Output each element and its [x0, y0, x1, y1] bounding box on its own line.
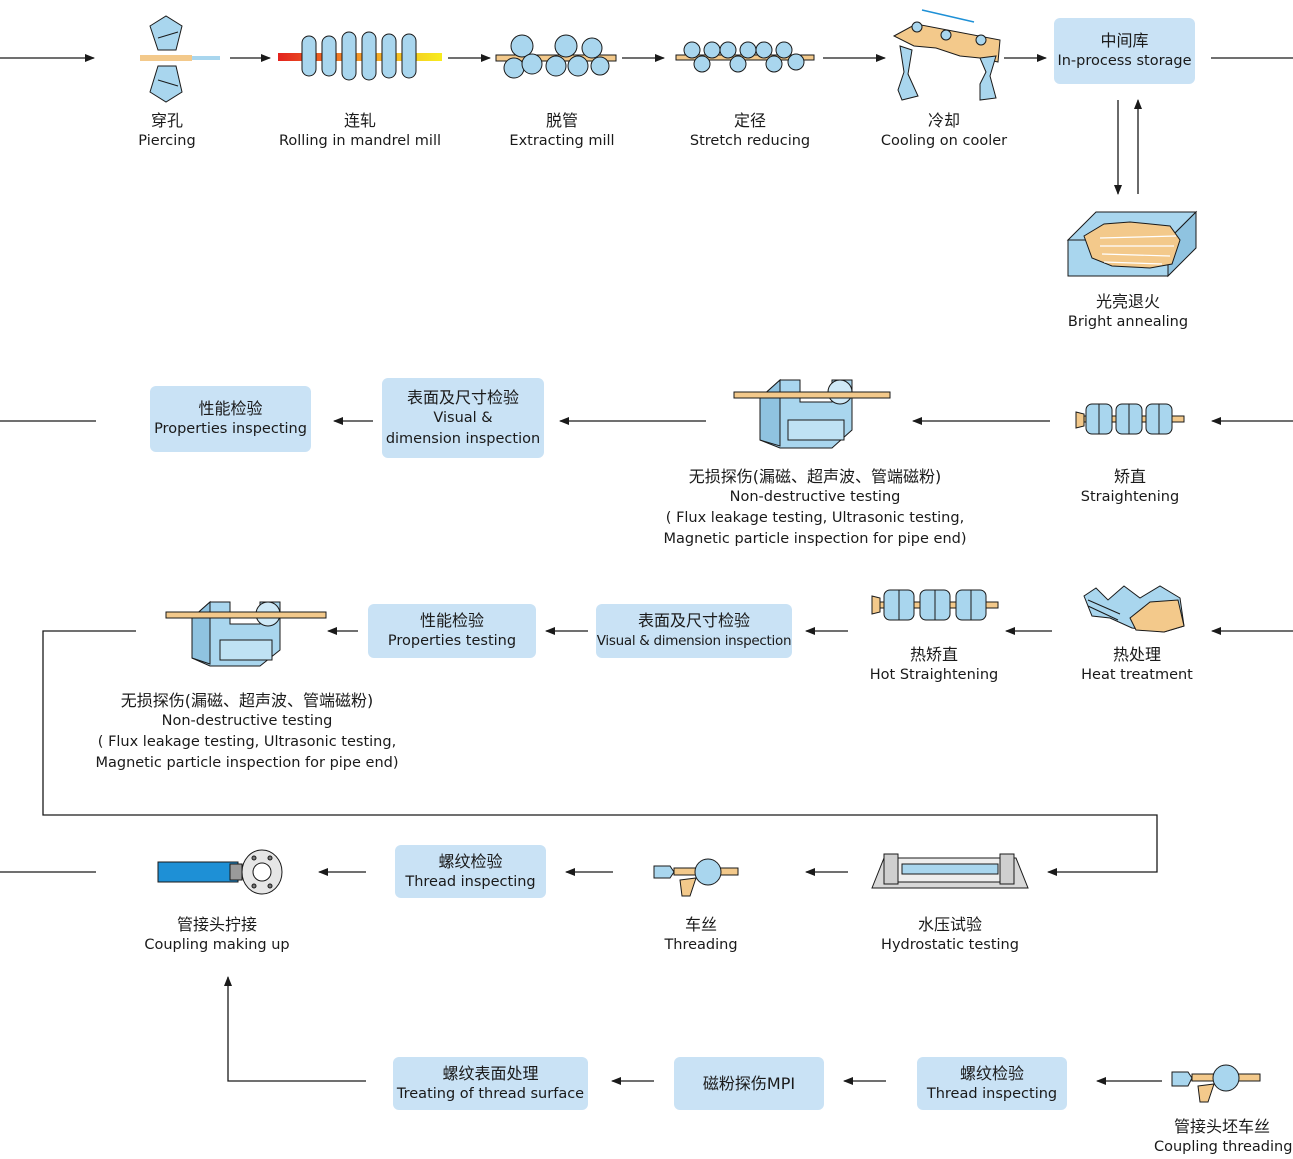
- straightening-icon: [1075, 403, 1185, 435]
- step-en-label: Properties inspecting: [154, 421, 307, 437]
- step-visual-1-box: 表面及尺寸检验 Visual & dimension inspection: [382, 378, 544, 458]
- coupling-threading-icon: [1171, 1064, 1261, 1103]
- step-coupling-threading: 管接头坯车丝 Coupling threading: [1154, 1116, 1293, 1158]
- step-zh-label: 车丝: [684, 915, 717, 934]
- step-en-label: Thread inspecting: [405, 873, 536, 890]
- step-mpi-box: 磁粉探伤MPI: [674, 1057, 824, 1110]
- step-treating-box: 螺纹表面处理 Treating of thread surface: [393, 1057, 588, 1110]
- step-coupling-making-up: 管接头拧接 Coupling making up: [137, 914, 297, 956]
- annealing-furnace-icon: [1066, 210, 1198, 278]
- coupling-makeup-icon: [157, 849, 283, 895]
- step-zh-label: 冷却: [927, 111, 960, 130]
- connector-arrow: [224, 976, 366, 1082]
- step-zh-label: 螺纹表面处理: [442, 1063, 539, 1083]
- step-zh-label: 脱管: [545, 111, 578, 130]
- step-en-label: Coupling threading: [1154, 1139, 1293, 1155]
- step-zh-label: 热处理: [1112, 645, 1161, 664]
- step-heat-treatment: 热处理 Heat treatment: [1070, 644, 1204, 686]
- step-zh-label: 无损探伤(漏磁、超声波、管端磁粉): [120, 691, 374, 710]
- step-zh-label: 中间库: [1100, 31, 1149, 50]
- step-zh-label: 定径: [733, 111, 766, 130]
- hot-straightening-icon: [871, 589, 999, 621]
- step-ndt-2: 无损探伤(漏磁、超声波、管端磁粉) Non-destructive testin…: [82, 690, 412, 774]
- step-en-label: Hydrostatic testing: [881, 937, 1019, 953]
- step-zh-label: 表面及尺寸检验: [406, 387, 519, 407]
- step-zh-label: 性能检验: [198, 399, 263, 418]
- step-en-label: dimension inspection: [385, 430, 541, 447]
- ndt-device-icon: [733, 378, 891, 449]
- step-en-label: Heat treatment: [1081, 667, 1193, 683]
- step-annealing: 光亮退火 Bright annealing: [1058, 291, 1198, 333]
- threading-icon: [653, 858, 739, 897]
- step-piercing: 穿孔 Piercing: [117, 110, 217, 152]
- step-en-label: Hot Straightening: [869, 667, 999, 683]
- step-zh-label: 管接头坯车丝: [1173, 1117, 1270, 1136]
- step-zh-label: 水压试验: [917, 915, 982, 934]
- step-thread-inspect-2-box: 螺纹检验 Thread inspecting: [917, 1057, 1067, 1110]
- rolling-mill-icon: [278, 31, 442, 81]
- step-zh-label: 磁粉探伤MPI: [702, 1074, 796, 1093]
- cooling-bed-icon: [892, 9, 1001, 101]
- step-en-label: Straightening: [1080, 489, 1180, 505]
- hydrostatic-testing-icon: [871, 853, 1029, 889]
- step-en-label: Treating of thread surface: [396, 1085, 585, 1102]
- step-en-label: Rolling in mandrel mill: [278, 133, 442, 149]
- step-properties-1-box: 性能检验 Properties inspecting: [150, 386, 311, 452]
- step-en-label: Extracting mill: [509, 133, 615, 149]
- step-en-label: Visual &: [433, 409, 493, 426]
- step-properties-2-box: 性能检验 Properties testing: [368, 604, 536, 658]
- step-en-detail: ( Flux leakage testing, Ultrasonic testi…: [97, 734, 397, 750]
- step-en-label: Stretch reducing: [689, 133, 811, 149]
- step-hot-straightening: 热矫直 Hot Straightening: [864, 644, 1004, 686]
- step-en-label: Threading: [664, 937, 738, 953]
- step-rolling: 连轧 Rolling in mandrel mill: [270, 110, 450, 152]
- step-extracting: 脱管 Extracting mill: [502, 110, 622, 152]
- step-thread-inspect-1-box: 螺纹检验 Thread inspecting: [395, 845, 546, 898]
- step-threading: 车丝 Threading: [650, 914, 752, 956]
- step-en-label: Non-destructive testing: [161, 713, 333, 729]
- step-hydrostatic: 水压试验 Hydrostatic testing: [870, 914, 1030, 956]
- step-zh-label: 穿孔: [150, 111, 183, 130]
- stretch-reducing-icon: [675, 41, 815, 73]
- connectors: [0, 54, 1293, 1085]
- step-en-label: Properties testing: [387, 633, 517, 649]
- step-en-label: Non-destructive testing: [729, 489, 901, 505]
- step-zh-label: 连轧: [343, 111, 376, 130]
- step-en-detail: Magnetic particle inspection for pipe en…: [95, 755, 399, 771]
- step-visual-2-box: 表面及尺寸检验 Visual & dimension inspection: [596, 604, 792, 658]
- step-en-label: Bright annealing: [1067, 314, 1189, 330]
- step-zh-label: 光亮退火: [1095, 292, 1160, 311]
- step-straightening: 矫直 Straightening: [1070, 466, 1190, 508]
- step-en-label: In-process storage: [1057, 53, 1192, 69]
- step-zh-label: 管接头拧接: [176, 915, 257, 934]
- step-storage-box: 中间库 In-process storage: [1054, 18, 1195, 84]
- step-zh-label: 矫直: [1113, 467, 1146, 486]
- step-en-detail: Magnetic particle inspection for pipe en…: [663, 531, 967, 547]
- step-en-label: Thread inspecting: [926, 1085, 1058, 1102]
- step-zh-label: 性能检验: [419, 611, 484, 630]
- step-cooling: 冷却 Cooling on cooler: [874, 110, 1014, 152]
- step-zh-label: 表面及尺寸检验: [637, 611, 750, 630]
- connector-loop: [42, 630, 1158, 876]
- step-en-label: Visual & dimension inspection: [596, 633, 792, 649]
- step-zh-label: 螺纹检验: [438, 851, 503, 871]
- step-en-detail: ( Flux leakage testing, Ultrasonic testi…: [665, 510, 965, 526]
- step-zh-label: 热矫直: [909, 645, 958, 664]
- heat-treatment-icon: [1083, 585, 1185, 633]
- step-zh-label: 螺纹检验: [959, 1063, 1024, 1083]
- step-en-label: Cooling on cooler: [880, 133, 1008, 149]
- step-stretch: 定径 Stretch reducing: [680, 110, 820, 152]
- piercing-icon: [140, 15, 220, 103]
- step-en-label: Piercing: [138, 133, 196, 149]
- ndt-device-icon: [165, 600, 327, 667]
- step-ndt-1: 无损探伤(漏磁、超声波、管端磁粉) Non-destructive testin…: [650, 466, 980, 550]
- step-zh-label: 无损探伤(漏磁、超声波、管端磁粉): [688, 467, 942, 486]
- extracting-mill-icon: [495, 34, 617, 79]
- step-en-label: Coupling making up: [144, 937, 290, 953]
